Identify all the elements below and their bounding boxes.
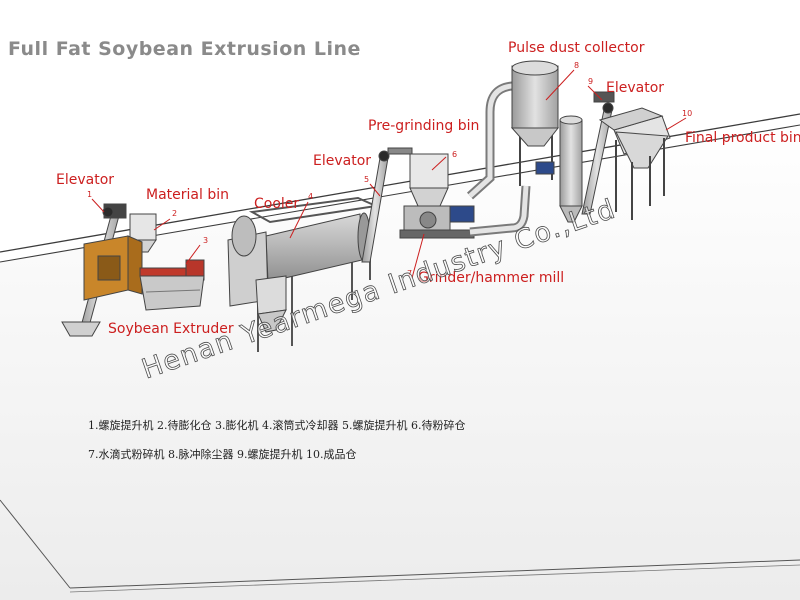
callout-number-7: 7 (407, 269, 413, 278)
soybean-extruder (83, 213, 205, 311)
floor-platform (0, 113, 800, 600)
legend-line-2: 7.水滴式粉碎机 8.脉冲除尘器 9.螺旋提升机 10.成品仓 (88, 448, 357, 461)
label-pulse-dust-collector: Pulse dust collector (508, 40, 645, 56)
callout-number-5: 5 (364, 175, 370, 184)
callout-number-2: 2 (172, 209, 178, 218)
callout-number-9: 9 (588, 77, 594, 86)
callout-number-3: 3 (203, 236, 209, 245)
diagram-title: Full Fat Soybean Extrusion Line (8, 38, 361, 60)
elevator-9 (581, 91, 615, 215)
label-pre-grinding-bin: Pre-grinding bin (368, 118, 480, 134)
final-product-bin (598, 107, 671, 220)
callout-number-10: 10 (682, 109, 693, 118)
legend-line-1: 1.螺旋提升机 2.待膨化仓 3.膨化机 4.滚筒式冷却器 5.螺旋提升机 6.… (88, 419, 466, 432)
hammer-mill (399, 153, 475, 239)
callout-number-4: 4 (308, 192, 314, 201)
label-leader-lines (91, 69, 687, 279)
label-soybean-extruder: Soybean Extruder (108, 321, 234, 337)
callout-number-6: 6 (452, 150, 458, 159)
label-material-bin: Material bin (146, 187, 229, 203)
label-grinder: Grinder/hammer mill (418, 270, 565, 286)
label-cooler: Cooler (254, 196, 300, 212)
label-elevator-9: Elevator (606, 80, 665, 96)
pneumatic-pipe (466, 81, 531, 237)
cooler (227, 196, 380, 352)
label-elevator-5: Elevator (313, 153, 372, 169)
pulse-dust-collector (510, 60, 583, 223)
elevator-5 (361, 147, 413, 263)
callout-number-8: 8 (574, 61, 580, 70)
label-elevator-1: Elevator (56, 172, 115, 188)
callout-number-1: 1 (87, 190, 93, 199)
label-final-product-bin: Final product bin (685, 130, 800, 146)
